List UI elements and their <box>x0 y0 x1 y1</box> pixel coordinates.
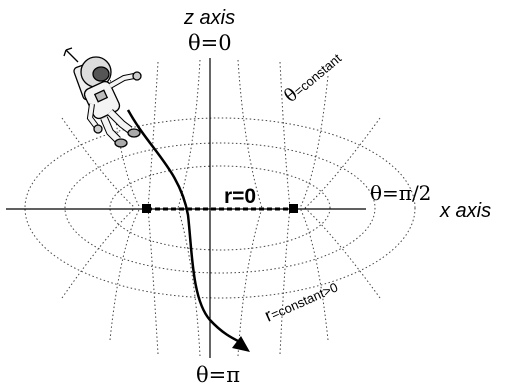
r-constant-label: r=constant>0 <box>261 276 340 326</box>
theta-constant-hyperbolae <box>61 59 381 357</box>
x-axis-label: x axis <box>439 200 491 222</box>
hyperbola-lower-left-4 <box>61 207 136 299</box>
r-zero-endpoint-right <box>289 204 298 213</box>
theta-pi-half-label: θ=π/2 <box>370 181 431 205</box>
hyperbola-lower-left-3 <box>109 207 141 341</box>
trajectory-arrowhead <box>232 336 250 352</box>
hyperbola-upper-left-1 <box>177 59 201 209</box>
theta-zero-label: θ=0 <box>188 31 232 55</box>
hyperbola-upper-right-3 <box>299 75 329 209</box>
r-zero-label: r=0 <box>224 185 256 208</box>
hyperbola-lower-right-3 <box>299 207 329 341</box>
hyperbola-lower-right-1 <box>237 207 263 357</box>
hyperbola-upper-right-4 <box>304 117 381 209</box>
hyperbola-lower-right-4 <box>304 207 381 299</box>
hyperbola-lower-left-2 <box>147 207 159 355</box>
theta-constant-label: θ=constant <box>280 47 346 107</box>
hyperbola-upper-left-2 <box>147 61 159 209</box>
ellipse-middle <box>64 142 376 274</box>
theta-pi-label: θ=π <box>196 363 240 387</box>
hyperbola-lower-right-2 <box>279 207 291 355</box>
astronaut-icon <box>63 47 142 148</box>
z-axis-label: z axis <box>183 7 235 29</box>
r-constant-ellipses <box>24 117 416 299</box>
hyperbola-upper-right-2 <box>279 61 291 209</box>
trajectory-curve <box>126 109 241 344</box>
ellipse-outer <box>24 117 416 299</box>
r-zero-endpoint-left <box>142 204 151 213</box>
ellipse-inner <box>109 165 331 251</box>
